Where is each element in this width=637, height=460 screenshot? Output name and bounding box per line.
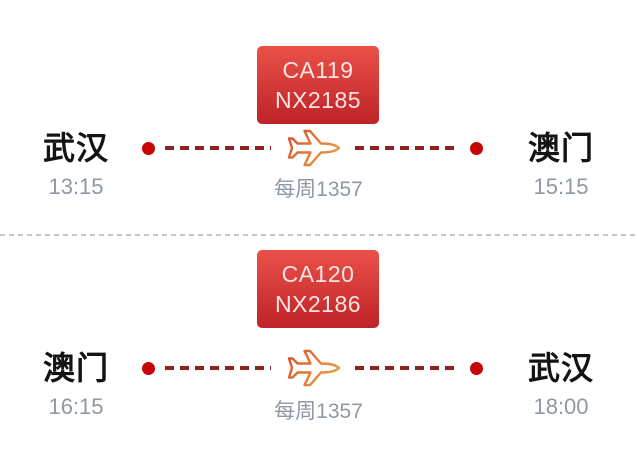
departure-city: 澳门 [42,350,109,386]
route-dashed-line [165,146,271,150]
arrival-time: 18:00 [533,394,589,419]
arrival-city: 武汉 [527,350,594,386]
arrival-block: 武汉 18:00 [513,350,609,420]
departure-block: 澳门 16:15 [28,350,124,420]
section-divider [0,234,637,236]
flight-leg-outbound[interactable]: CA119 NX2185 武汉 13:15 [0,0,637,234]
departure-dot-icon [142,141,155,155]
flight-number-codeshare: NX2186 [274,290,362,317]
flight-number-codeshare: NX2185 [274,86,362,113]
flight-number-badge: CA119 NX2185 [257,46,379,124]
route-dashed-line [354,366,460,370]
arrival-dot-icon [470,141,483,155]
route-row: 武汉 13:15 澳门 [28,129,609,200]
frequency-label: 每周1357 [274,178,363,201]
departure-city: 武汉 [42,130,109,166]
frequency-label: 每周1357 [274,400,363,423]
route-dashed-line [354,146,460,150]
departure-block: 武汉 13:15 [28,130,124,200]
flight-number-badge: CA120 NX2186 [257,250,379,328]
departure-time: 13:15 [48,174,104,199]
airplane-icon [287,129,340,167]
flight-number-primary: CA120 [281,260,355,287]
route-track [124,349,513,387]
route-row: 澳门 16:15 武汉 [28,349,609,420]
arrival-dot-icon [470,361,483,375]
flight-number-primary: CA119 [282,56,354,83]
arrival-block: 澳门 15:15 [513,130,609,200]
departure-time: 16:15 [48,394,104,419]
arrival-city: 澳门 [527,130,594,166]
flight-leg-return[interactable]: CA120 NX2186 澳门 16:15 [0,236,637,460]
airplane-icon [287,349,340,387]
departure-dot-icon [142,361,155,375]
route-track [124,129,513,167]
arrival-time: 15:15 [533,174,589,199]
route-dashed-line [165,366,271,370]
